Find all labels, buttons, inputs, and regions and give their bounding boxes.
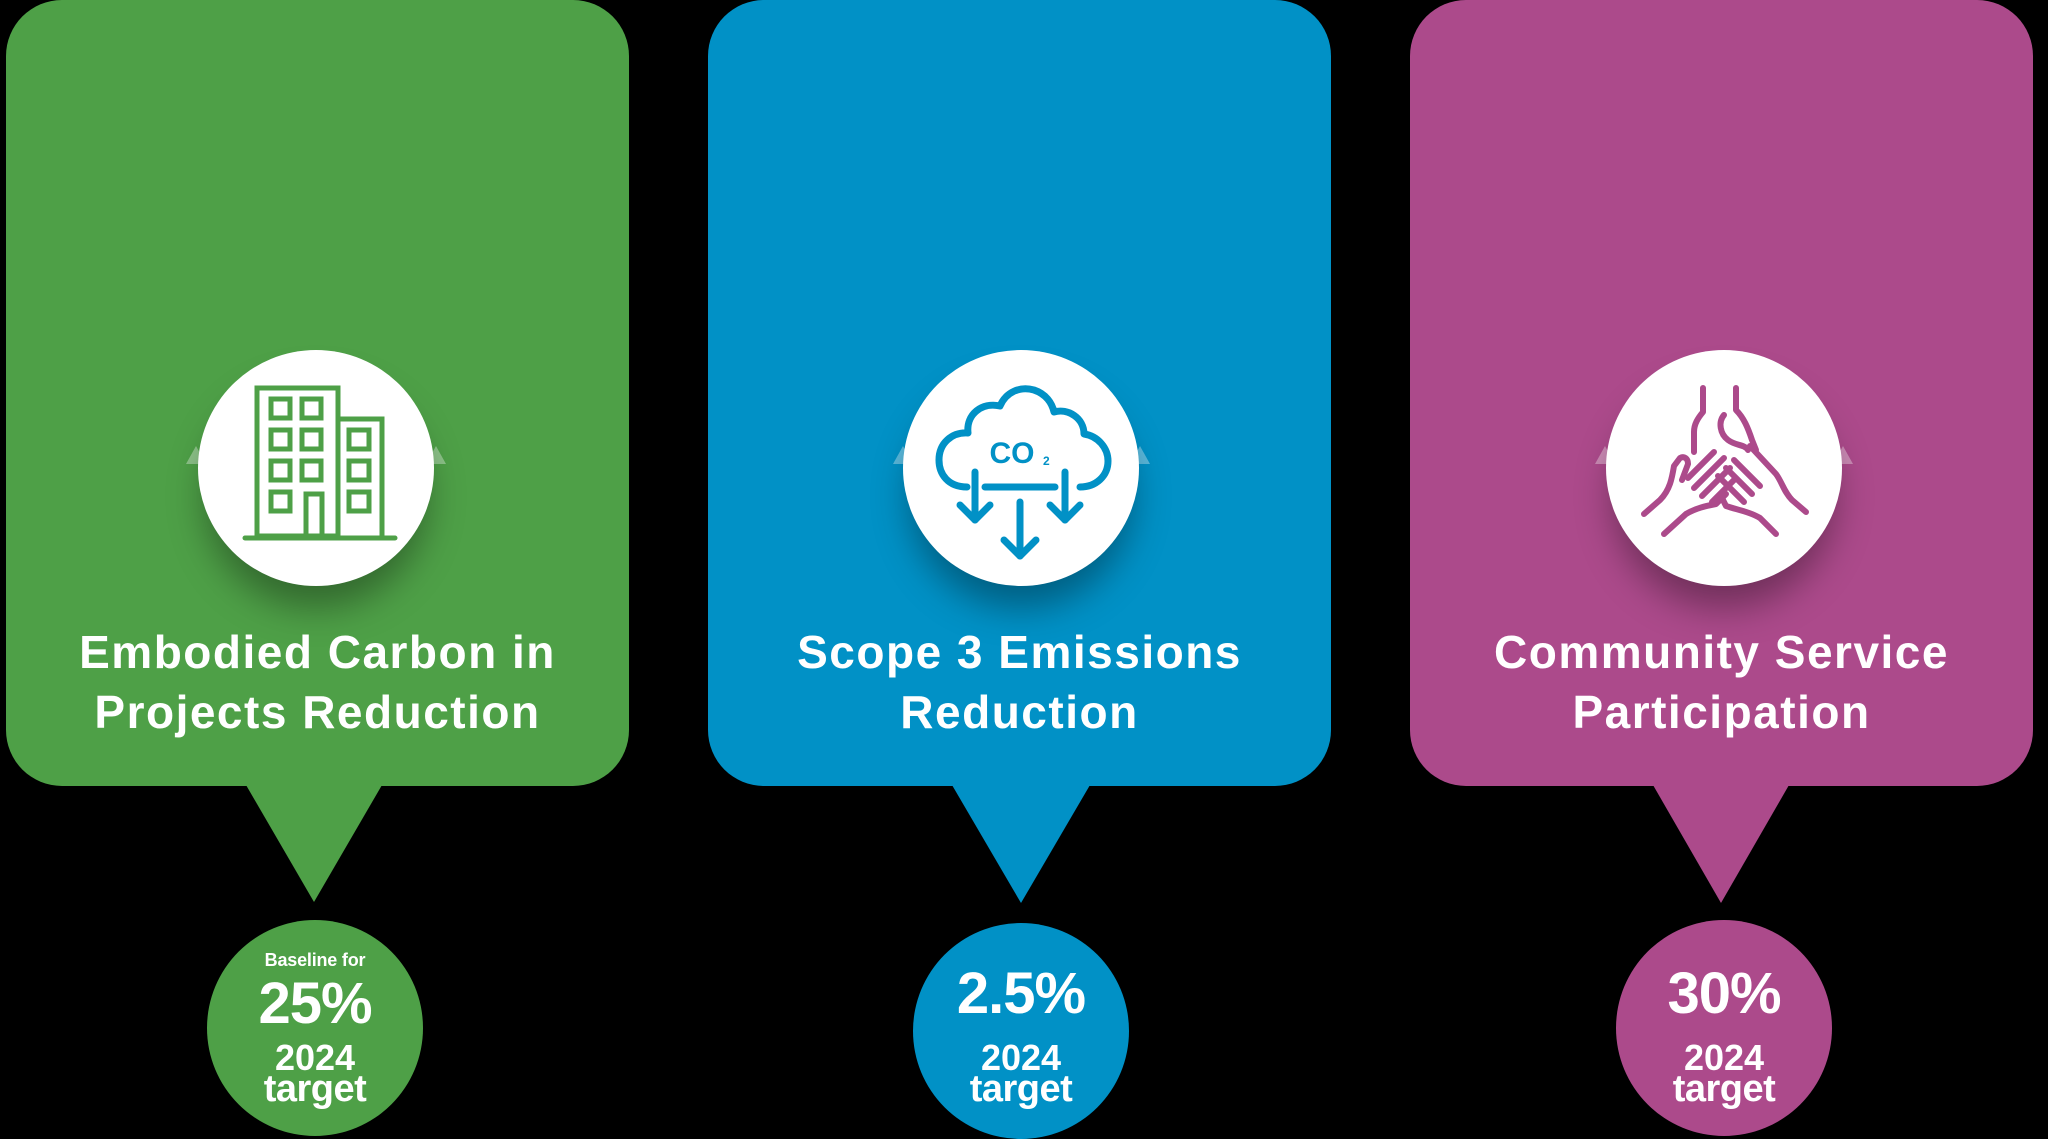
badge-year: 2024 bbox=[274, 1037, 356, 1078]
icon-circle-embodied-carbon bbox=[198, 350, 434, 586]
badge-label: target bbox=[263, 1068, 367, 1110]
title-line-1: Scope 3 Emissions bbox=[797, 626, 1242, 678]
target-badge-community: 30% 2024 target bbox=[1616, 920, 1832, 1136]
card-pointer-embodied-carbon bbox=[246, 785, 382, 902]
card-pointer-community bbox=[1653, 785, 1789, 903]
badge-value: 2.5% bbox=[956, 961, 1086, 1026]
card-title-community: Community Service Participation bbox=[1410, 622, 2033, 742]
badge-year: 2024 bbox=[1683, 1037, 1765, 1078]
card-title-scope3: Scope 3 Emissions Reduction bbox=[708, 622, 1331, 742]
icon-circle-community bbox=[1606, 350, 1842, 586]
title-line-1: Embodied Carbon in bbox=[79, 626, 556, 678]
badge-year: 2024 bbox=[980, 1037, 1062, 1078]
co2-subscript: 2 bbox=[1043, 454, 1050, 468]
co2-label: CO bbox=[990, 437, 1035, 470]
badge-value: 25% bbox=[258, 971, 372, 1036]
badge-prefix: Baseline for bbox=[264, 950, 366, 970]
card-title-embodied-carbon: Embodied Carbon in Projects Reduction bbox=[6, 622, 629, 742]
badge-value: 30% bbox=[1667, 961, 1781, 1026]
title-line-1: Community Service bbox=[1494, 626, 1949, 678]
target-badge-scope3: 2.5% 2024 target bbox=[913, 923, 1129, 1139]
joined-hands-icon bbox=[1641, 385, 1809, 537]
badge-label: target bbox=[1672, 1068, 1776, 1110]
badge-label: target bbox=[969, 1068, 1073, 1110]
target-badge-embodied-carbon: Baseline for 25% 2024 target bbox=[207, 920, 423, 1136]
title-line-2: Projects Reduction bbox=[94, 686, 541, 738]
card-pointer-scope3 bbox=[952, 785, 1090, 903]
title-line-2: Reduction bbox=[900, 686, 1139, 738]
co2-cloud-icon: CO 2 bbox=[935, 385, 1112, 560]
title-line-2: Participation bbox=[1572, 686, 1871, 738]
icon-circle-scope3: CO 2 bbox=[903, 350, 1139, 586]
building-icon bbox=[242, 385, 398, 541]
